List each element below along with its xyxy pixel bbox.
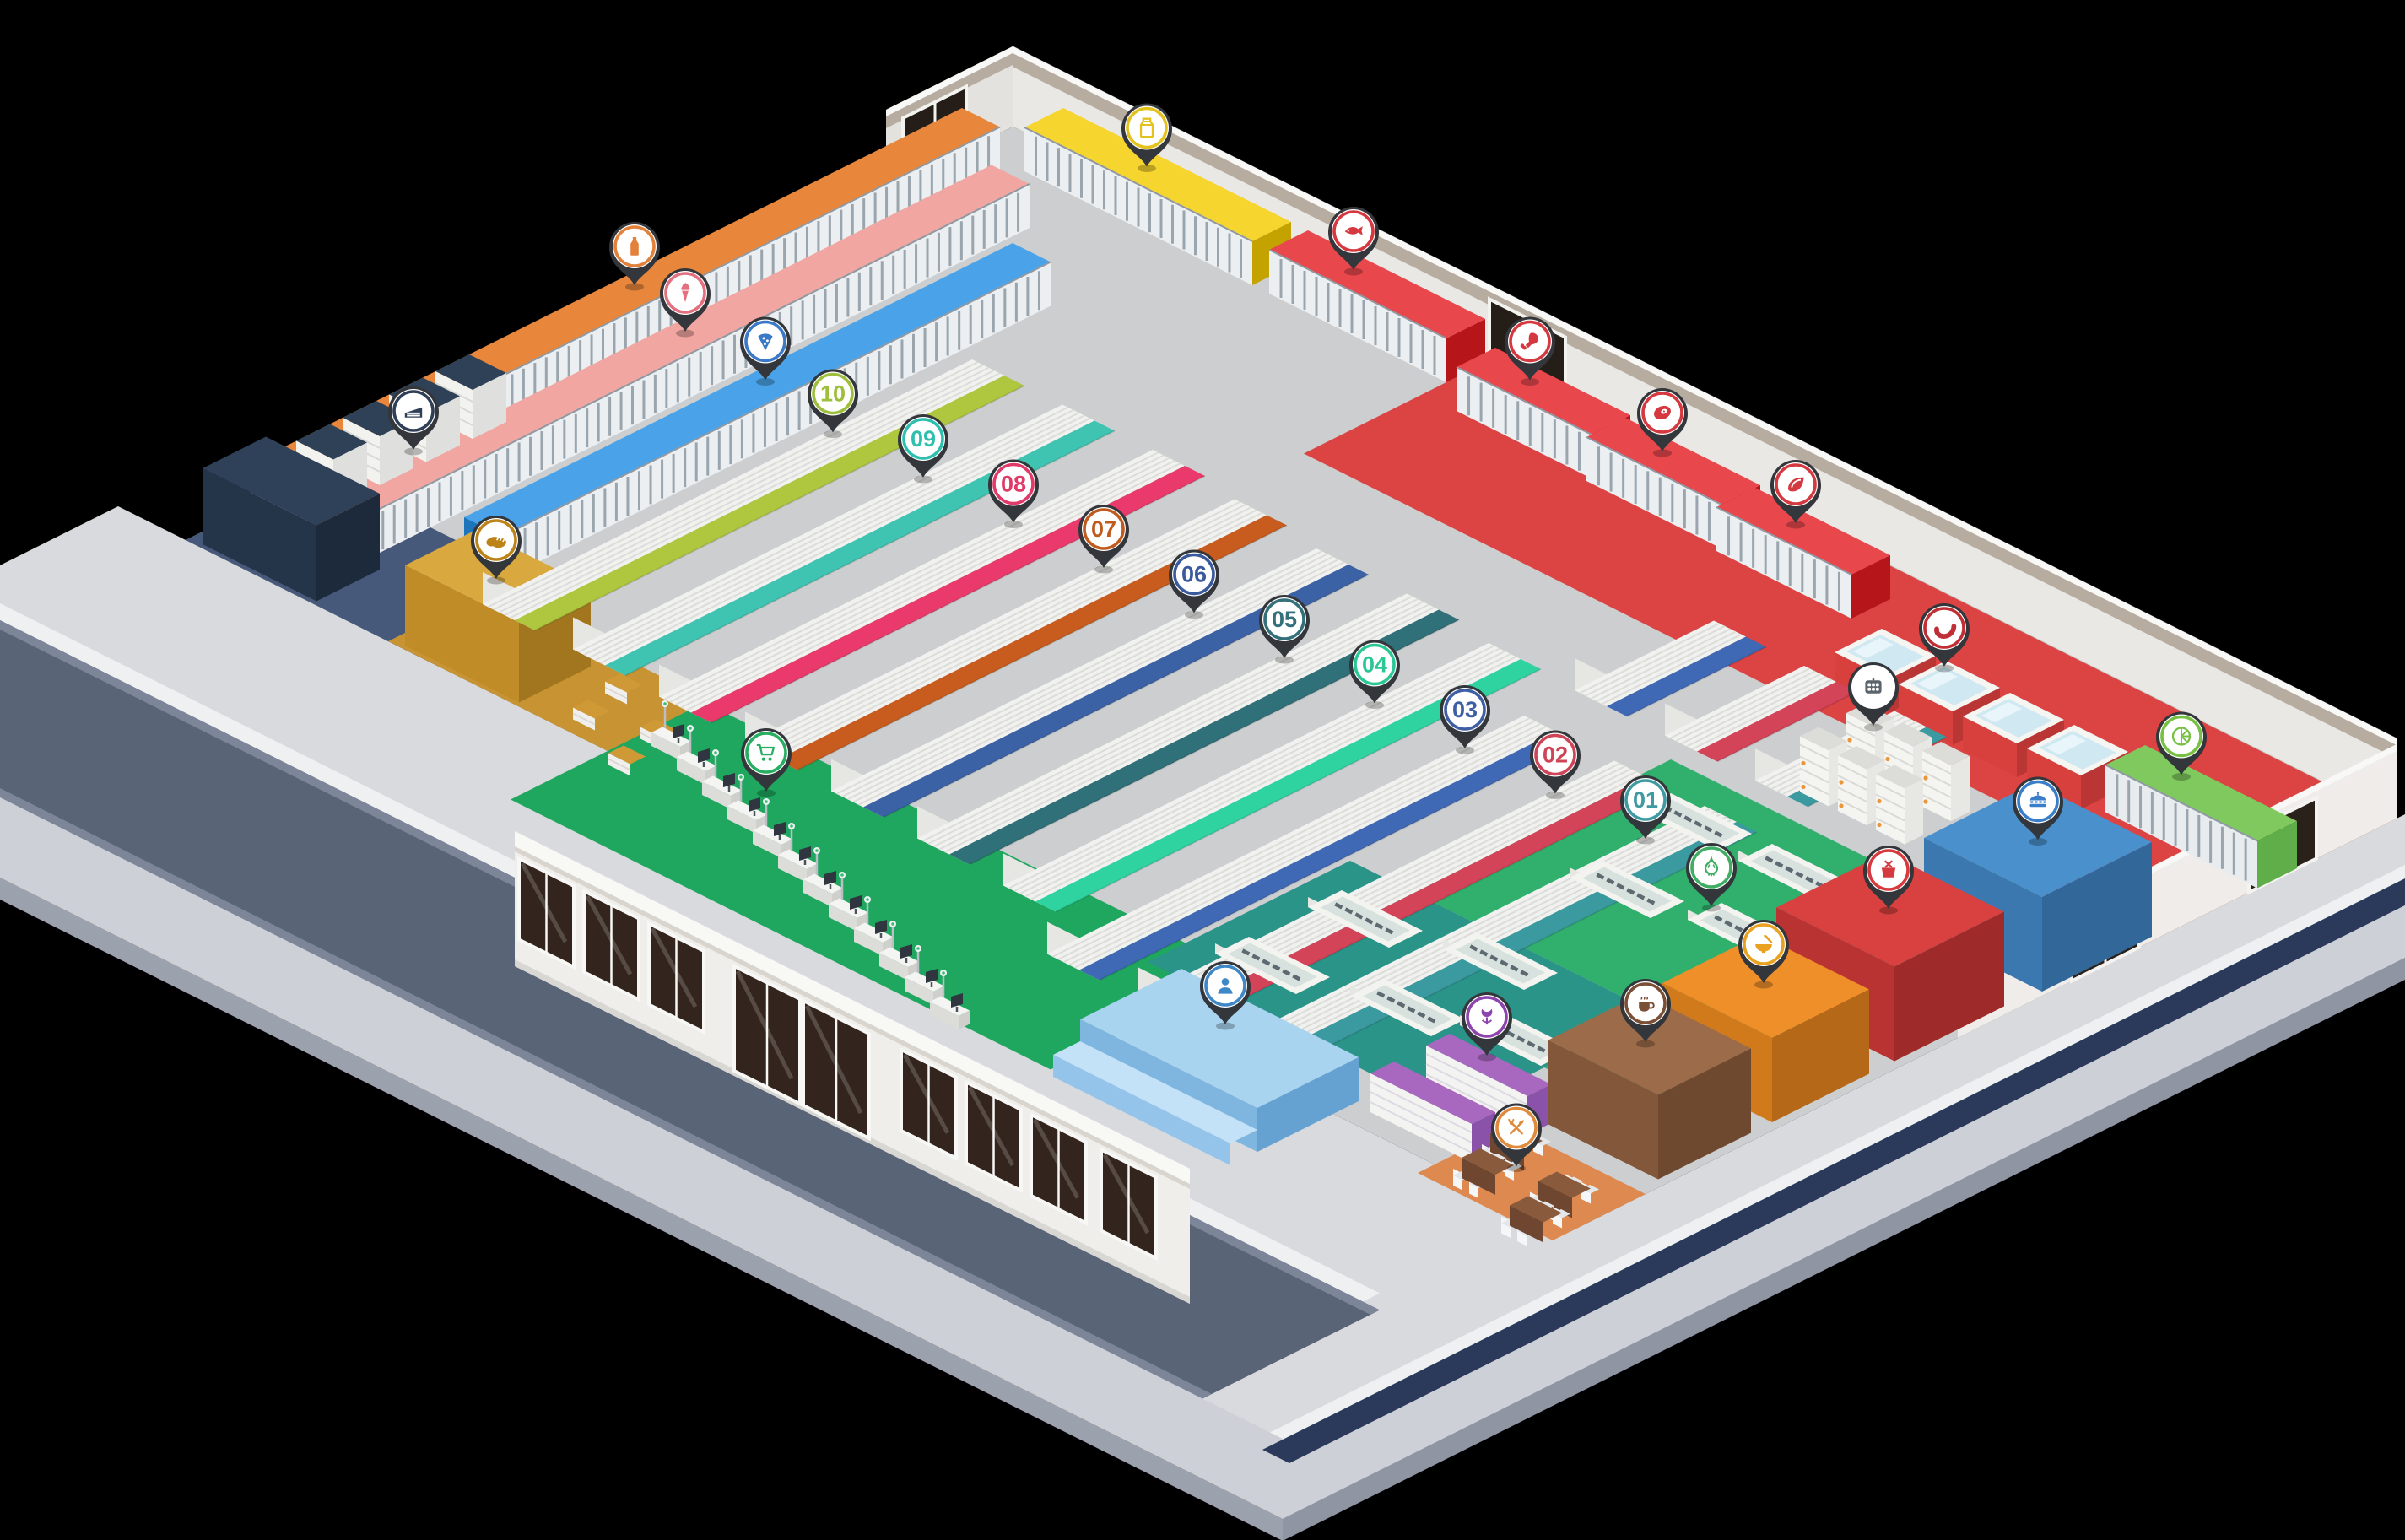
pin-fish[interactable] — [1328, 207, 1379, 276]
flower-shelves — [1370, 1034, 1551, 1163]
pin-aisle-07[interactable]: 07 — [1078, 505, 1129, 574]
fridge-row-steak — [1716, 488, 1890, 619]
aisle-08 — [659, 450, 1206, 724]
pin-info[interactable] — [1200, 961, 1251, 1030]
pin-aisle-05[interactable]: 05 — [1259, 595, 1310, 664]
svg-text:09: 09 — [911, 426, 936, 451]
pin-aisle-02[interactable]: 02 — [1530, 730, 1581, 800]
pin-sandwich[interactable] — [2013, 776, 2063, 846]
aisle-06 — [831, 548, 1370, 819]
svg-text:01: 01 — [1633, 787, 1658, 813]
pin-aisle-09[interactable]: 09 — [898, 414, 948, 484]
pin-restaurant[interactable] — [1491, 1103, 1542, 1173]
aisle-10 — [483, 359, 1025, 631]
pin-bread[interactable] — [471, 516, 522, 585]
svg-text:04: 04 — [1362, 652, 1387, 678]
deli-counters — [1835, 629, 2128, 809]
pin-meat[interactable] — [1637, 388, 1688, 457]
aisle-09 — [573, 404, 1116, 677]
pin-drinks[interactable] — [609, 222, 660, 291]
pin-sausage[interactable] — [1919, 603, 1970, 673]
svg-text:05: 05 — [1272, 607, 1297, 632]
svg-text:02: 02 — [1543, 743, 1568, 768]
pin-flowers[interactable] — [1462, 992, 1512, 1062]
aisle-05 — [917, 593, 1460, 866]
pin-onion[interactable] — [1686, 843, 1737, 912]
checkout-registers[interactable] — [651, 700, 970, 1029]
fridge-row-ice-cream — [300, 165, 1030, 574]
pin-milk[interactable] — [1121, 103, 1172, 173]
svg-text:03: 03 — [1452, 697, 1478, 722]
pin-cake[interactable] — [388, 386, 439, 456]
pin-basket[interactable] — [1863, 846, 1914, 915]
svg-text:07: 07 — [1091, 516, 1116, 542]
pin-citrus[interactable] — [2156, 711, 2207, 781]
pin-aisle-10[interactable]: 10 — [808, 369, 858, 439]
fridge-row-fish — [1268, 230, 1485, 382]
pin-steak[interactable] — [1770, 460, 1821, 529]
pin-ice-cream[interactable] — [660, 268, 711, 338]
fridge-row-milk — [1024, 108, 1291, 285]
info-desk[interactable] — [1053, 969, 1359, 1165]
egg-racks — [1799, 704, 1970, 845]
aisle-07 — [745, 499, 1288, 771]
pin-aisle-01[interactable]: 01 — [1620, 775, 1671, 845]
pin-aisle-03[interactable]: 03 — [1440, 685, 1490, 754]
pin-pizza[interactable] — [740, 316, 791, 386]
pin-aisle-04[interactable]: 04 — [1349, 640, 1400, 710]
aisle-04 — [1003, 643, 1542, 913]
entrance-facade[interactable] — [515, 831, 1190, 1304]
pin-eggs[interactable] — [1848, 662, 1899, 732]
pin-coffee[interactable] — [1620, 979, 1671, 1048]
svg-text:06: 06 — [1181, 562, 1207, 587]
svg-text:10: 10 — [820, 381, 846, 407]
pin-soup[interactable] — [1738, 920, 1789, 989]
fridge-row-citrus — [2105, 745, 2297, 889]
pin-chicken[interactable] — [1505, 316, 1555, 386]
aisle-03 — [1047, 620, 1767, 981]
coffee-kiosk — [1548, 993, 1751, 1180]
svg-text:08: 08 — [1001, 472, 1026, 497]
pin-checkout[interactable] — [741, 728, 792, 797]
pin-aisle-06[interactable]: 06 — [1169, 549, 1219, 619]
pin-aisle-08[interactable]: 08 — [988, 459, 1039, 529]
